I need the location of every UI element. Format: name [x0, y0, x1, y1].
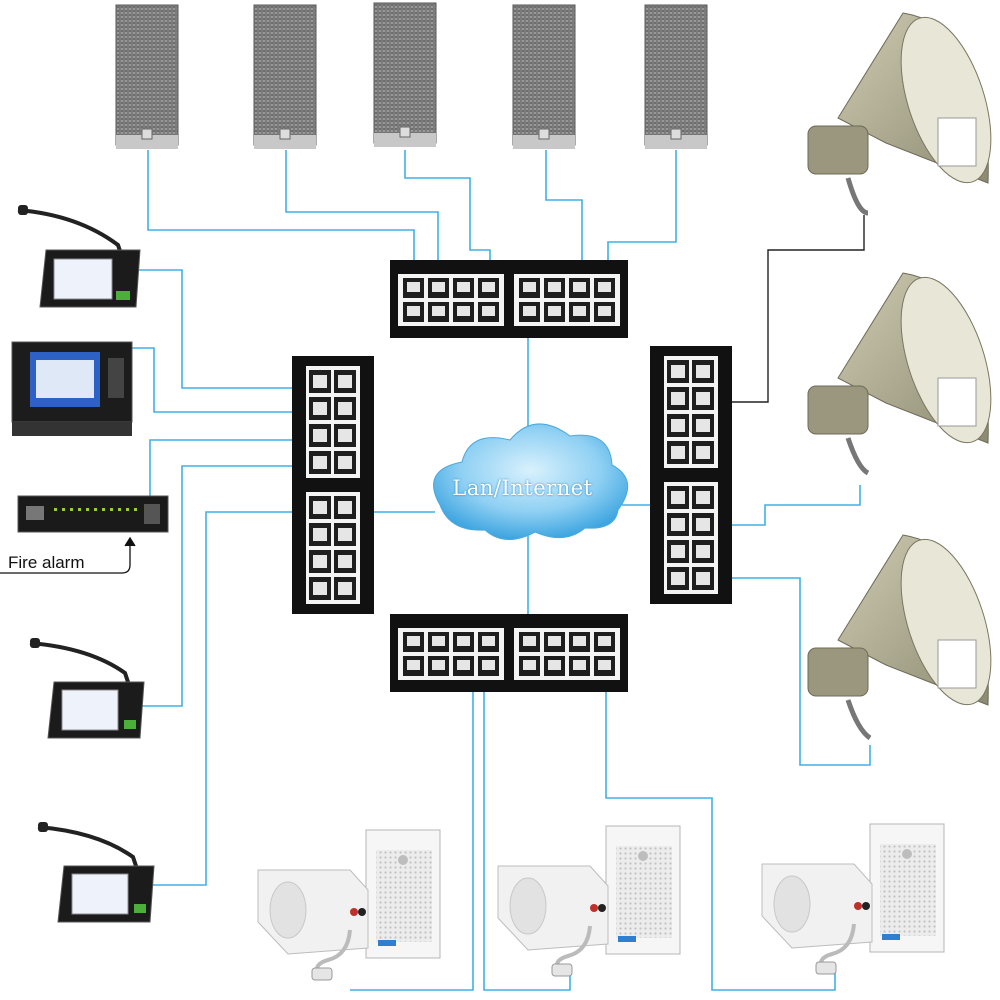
wall-speakers [257, 823, 945, 981]
column-speaker-icon [115, 4, 179, 149]
network-switches [292, 260, 732, 692]
column-speaker-icon [253, 4, 317, 149]
wall-speaker-icon [497, 825, 681, 977]
cable-column-2 [285, 150, 439, 292]
horn-speaker-icon [807, 534, 992, 741]
cloud-icon [433, 423, 628, 540]
horn-speaker-icon [807, 12, 992, 216]
cable-wall-2 [483, 690, 571, 991]
cable-rack [110, 347, 320, 413]
fire-alarm-label: Fire alarm [8, 553, 85, 572]
cable-column-1 [147, 150, 415, 292]
cable-horn-3 [700, 577, 871, 766]
column-speakers [115, 2, 708, 149]
cable-fire-controller [149, 439, 320, 500]
horn-speakers [807, 12, 992, 741]
cable-mic-2 [140, 465, 320, 707]
cable-mic-1 [130, 269, 320, 389]
paging-microphone-icon [29, 638, 145, 739]
cable-column-4 [545, 150, 583, 292]
cable-horn-2 [700, 485, 861, 526]
paging-microphone-icon [37, 822, 155, 923]
column-speaker-icon [512, 4, 576, 149]
cable-column-3 [404, 150, 491, 292]
cable-mic-3 [140, 511, 320, 886]
column-speaker-icon [644, 4, 708, 149]
rack-server-icon [11, 341, 133, 436]
cable-horn-1 [700, 215, 865, 403]
column-speaker-icon [373, 2, 437, 147]
network-switch-icon [390, 614, 628, 692]
cable-wall-3 [605, 690, 836, 991]
wall-speaker-icon [257, 829, 441, 981]
network-cloud-label: Lan/Internet [452, 476, 593, 500]
horn-speaker-icon [807, 272, 992, 476]
paging-microphone-icon [17, 205, 141, 308]
wall-speaker-icon [761, 823, 945, 975]
fire-alarm-controller-icon [17, 495, 169, 533]
network-switch-icon [650, 346, 732, 604]
network-switch-icon [390, 260, 628, 338]
network-switch-icon [292, 356, 374, 614]
network-cables [110, 150, 871, 991]
cable-wall-1 [350, 690, 474, 991]
fire-alarm-arrow [0, 536, 136, 574]
